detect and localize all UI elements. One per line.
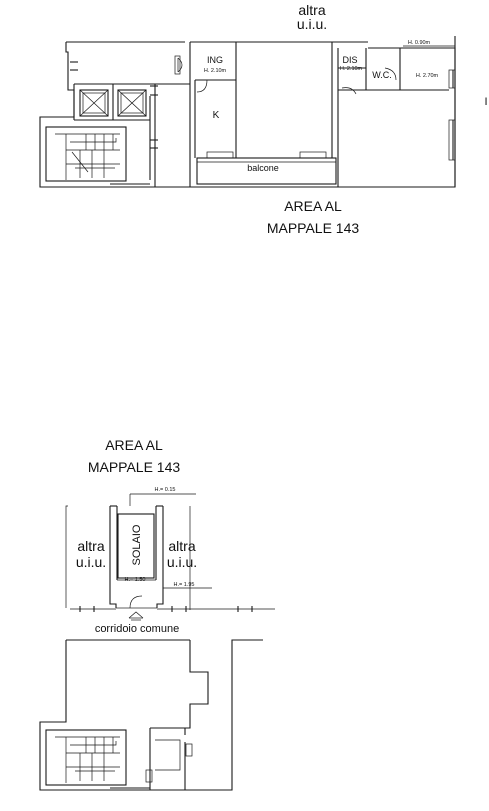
upper-elevator-left	[79, 89, 109, 117]
room-height-dis: H. 2.10m	[340, 66, 363, 72]
edge-mark: I	[484, 96, 487, 108]
upper-floor-plan: altra u.i.u.	[39, 2, 488, 236]
room-label-balcony: balcone	[247, 163, 279, 173]
lower-floor-plan: AREA AL MAPPALE 143	[65, 437, 275, 635]
upper-area-label-line2: MAPPALE 143	[267, 220, 360, 236]
lower-entry-arrow-icon	[128, 611, 144, 621]
lower-height-left: H.= 1.50	[125, 577, 146, 583]
bottom-staircase	[45, 729, 127, 786]
lower-corridor-wall	[70, 587, 275, 612]
lower-area-label-line2: MAPPALE 143	[88, 459, 181, 475]
room-label-wc: W.C.	[372, 70, 392, 80]
upper-elevator-right	[117, 89, 147, 117]
room-label-k: K	[213, 110, 220, 121]
upper-interior-walls	[73, 42, 449, 187]
lower-solaio-label: SOLAIO	[131, 524, 143, 565]
bottom-building-plan	[39, 639, 263, 791]
lower-corridor-label: corridoio comune	[95, 623, 179, 635]
lower-area-label-line1: AREA AL	[105, 437, 163, 453]
room-label-ing: ING	[207, 55, 223, 65]
lower-left-unit-line2: u.i.u.	[76, 554, 106, 570]
upper-adjacent-unit-label-line1: altra	[298, 2, 325, 18]
lower-right-unit-line2: u.i.u.	[167, 554, 197, 570]
room-height-wc: H. 2.70m	[416, 73, 439, 79]
upper-adjacent-unit-label-line2: u.i.u.	[297, 16, 327, 32]
upper-staircase	[45, 126, 127, 182]
room-label-dis: DIS	[342, 55, 357, 65]
upper-wall-markers	[70, 61, 158, 185]
lower-height-right: H.= 1.95	[174, 582, 195, 588]
lower-height-top: H.= 0.15	[155, 487, 176, 493]
lower-cellar-walls	[65, 493, 196, 610]
lower-left-unit-line1: altra	[77, 538, 104, 554]
upper-balcony	[196, 151, 337, 185]
lower-right-unit-line1: altra	[168, 538, 195, 554]
room-height-ing: H. 2.10m	[204, 68, 227, 74]
upper-area-label-line1: AREA AL	[284, 198, 342, 214]
height-label-top-right: H. 0.90m	[408, 40, 431, 46]
